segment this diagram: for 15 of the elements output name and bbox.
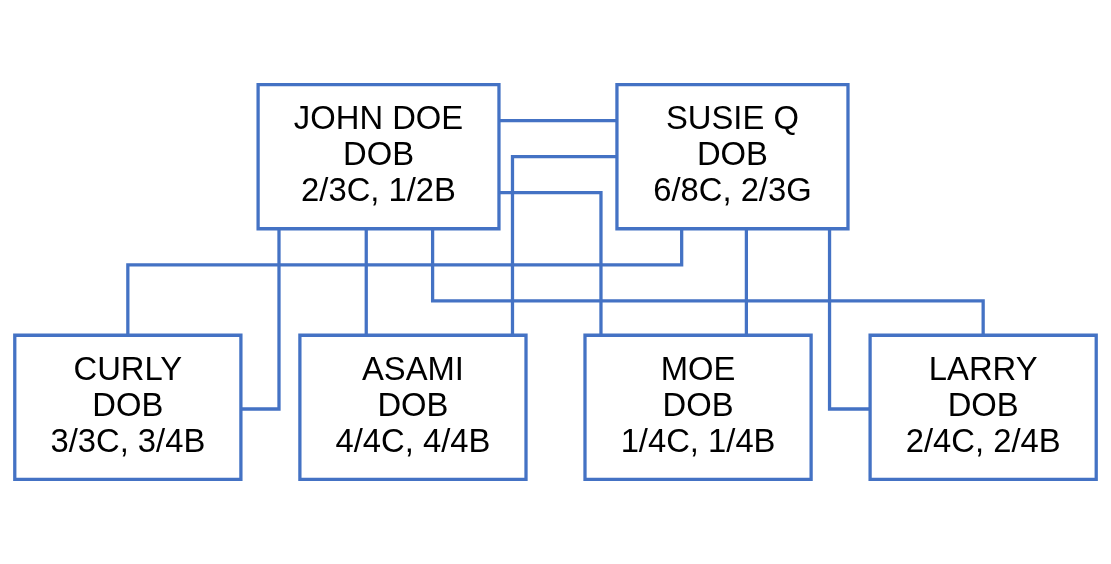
node-box: CURLY DOB 3/3C, 3/4B bbox=[13, 333, 243, 482]
node-box: SUSIE Q DOB 6/8C, 2/3G bbox=[615, 82, 850, 231]
connector bbox=[510, 155, 617, 335]
connector bbox=[499, 118, 617, 123]
connector bbox=[744, 229, 749, 335]
connector bbox=[827, 228, 870, 411]
node-box: LARRY DOB 2/4C, 2/4B bbox=[868, 333, 1098, 482]
node-box: MOE DOB 1/4C, 1/4B bbox=[583, 333, 813, 482]
node-box: ASAMI DOB 4/4C, 4/4B bbox=[298, 333, 528, 482]
connector bbox=[126, 228, 684, 336]
connector bbox=[499, 191, 603, 335]
connector bbox=[364, 229, 368, 335]
node-box: JOHN DOE DOB 2/3C, 1/2B bbox=[256, 82, 501, 231]
connector bbox=[241, 228, 281, 411]
connector bbox=[430, 228, 985, 336]
